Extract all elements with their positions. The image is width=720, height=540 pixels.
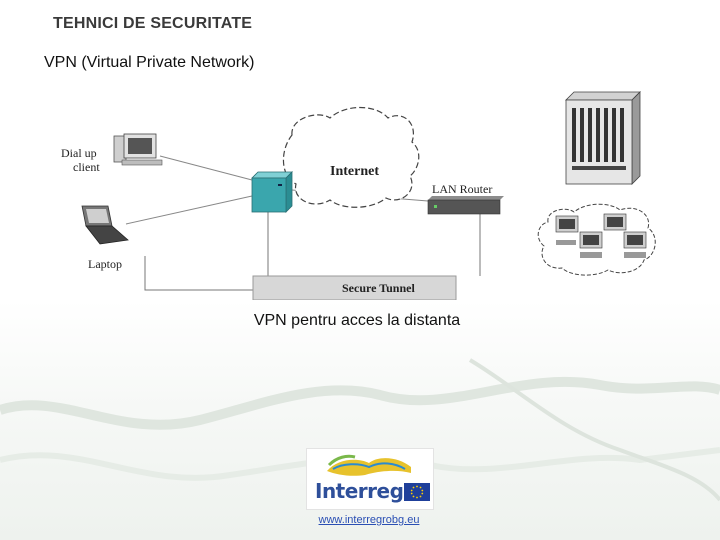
internet-label: Internet [330,164,379,179]
laptop-tunnel-line [144,256,253,291]
laptop-icon [81,205,129,245]
logo-map-icon [327,454,411,476]
vpn-server-icon [251,171,293,213]
page-title: VPN (Virtual Private Network) [44,54,255,71]
internet-cloud [282,107,420,208]
desktop-computer-icon [113,133,163,166]
lan-router-icon [427,196,504,215]
laptop-connection-line [125,195,253,225]
lan-router-label: LAN Router [432,182,492,196]
lan-workstations-icon [537,203,656,276]
eu-flag-icon [404,483,430,501]
dialup-client-label: client [73,160,100,174]
dialup-connection-line [159,155,253,181]
laptop-label: Laptop [88,257,122,271]
server-rack-icon [565,91,641,185]
diagram-caption: VPN pentru acces la distanta [253,312,461,329]
secure-tunnel-bar [252,275,457,300]
interreg-logo-text: Interreg [315,479,404,503]
vpn-diagram: Internet Secure Tunnel Dial up client La… [61,91,656,300]
dialup-label: Dial up [61,146,97,160]
secure-tunnel-label: Secure Tunnel [342,281,415,295]
header-title: TEHNICI DE SECURITATE [53,15,253,32]
website-link[interactable]: www.interregrobg.eu [318,514,420,526]
interreg-logo: Interreg [306,448,434,510]
